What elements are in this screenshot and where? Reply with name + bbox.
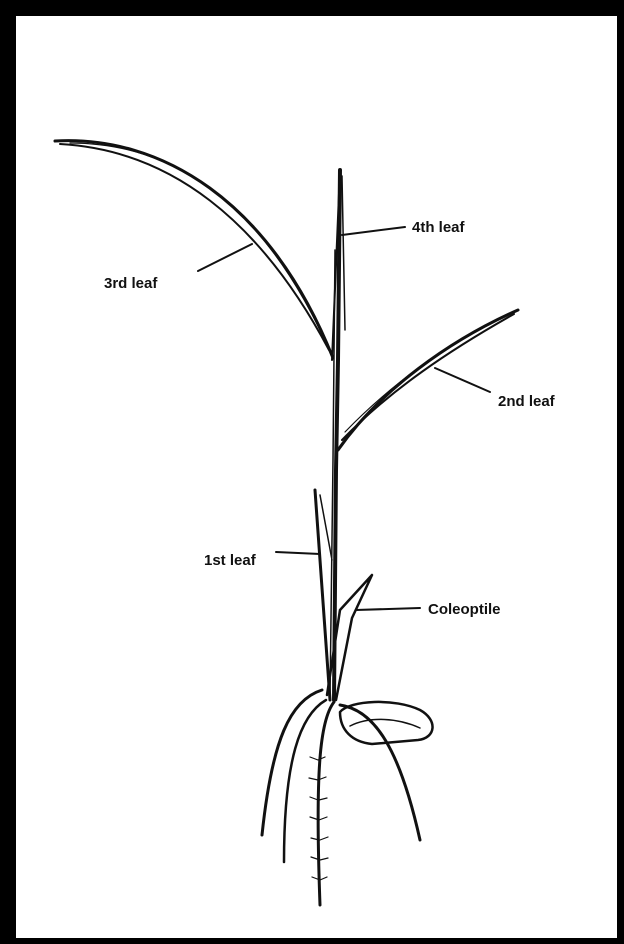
label-second-leaf: 2nd leaf (498, 393, 556, 410)
label-coleoptile: Coleoptile (428, 601, 501, 618)
left-border (0, 0, 16, 944)
top-border (0, 0, 624, 16)
right-border (617, 0, 624, 944)
label-fourth-leaf: 4th leaf (412, 219, 466, 236)
label-first-leaf: 1st leaf (204, 552, 257, 569)
label-third-leaf: 3rd leaf (104, 275, 158, 292)
bottom-border (0, 938, 624, 944)
